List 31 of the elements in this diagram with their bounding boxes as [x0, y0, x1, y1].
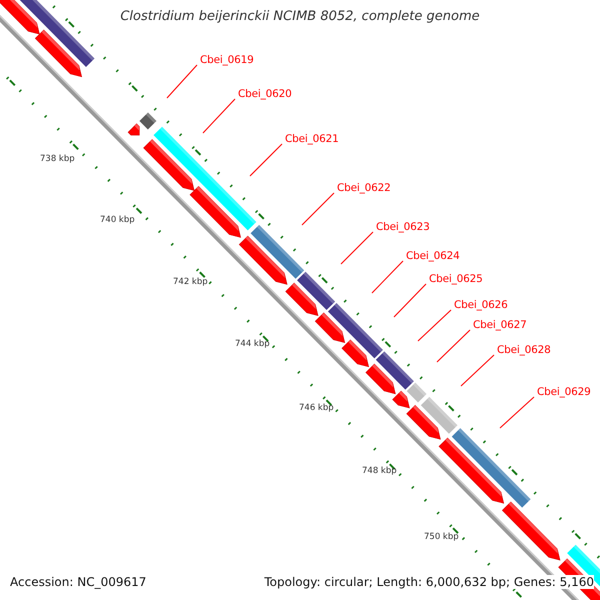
gene-label: Cbei_0625: [429, 273, 483, 285]
gene-label: Cbei_0623: [376, 221, 430, 233]
gene-label: Cbei_0626: [454, 299, 508, 311]
scale-tick-label: 748 kbp: [362, 466, 397, 476]
leader-line: [418, 310, 452, 342]
gene-label: Cbei_0622: [337, 182, 391, 194]
scale-tick-label: 740 kbp: [100, 215, 135, 225]
leader-line: [500, 396, 534, 428]
scale-tick-label: 738 kbp: [40, 154, 75, 164]
scale-tick-label: 750 kbp: [424, 532, 459, 542]
gene-label: Cbei_0624: [406, 250, 460, 262]
scale-tick-label: 742 kbp: [173, 277, 208, 287]
gene-label: Cbei_0627: [473, 319, 527, 331]
gene-label: Cbei_0621: [285, 133, 339, 145]
scale-tick-label: 744 kbp: [235, 339, 270, 349]
leader-line: [202, 98, 236, 134]
leader-line: [302, 192, 334, 226]
gene-label: Cbei_0628: [497, 344, 551, 356]
leader-line: [394, 284, 426, 318]
leader-line: [436, 330, 470, 362]
leader-line: [340, 232, 374, 264]
leader-line: [250, 144, 282, 176]
leader-line: [372, 260, 404, 294]
map-title: Clostridium beijerinckii NCIMB 8052, complete genome: [119, 9, 481, 24]
gene-label: Cbei_0620: [238, 88, 292, 100]
accession-text: Accession: NC_009617: [10, 575, 146, 589]
leader-line: [166, 64, 198, 98]
gene-label: Cbei_0619: [200, 54, 254, 66]
scale-tick-label: 746 kbp: [299, 403, 334, 413]
gene-label: Cbei_0629: [537, 386, 591, 398]
leader-line: [460, 354, 494, 386]
